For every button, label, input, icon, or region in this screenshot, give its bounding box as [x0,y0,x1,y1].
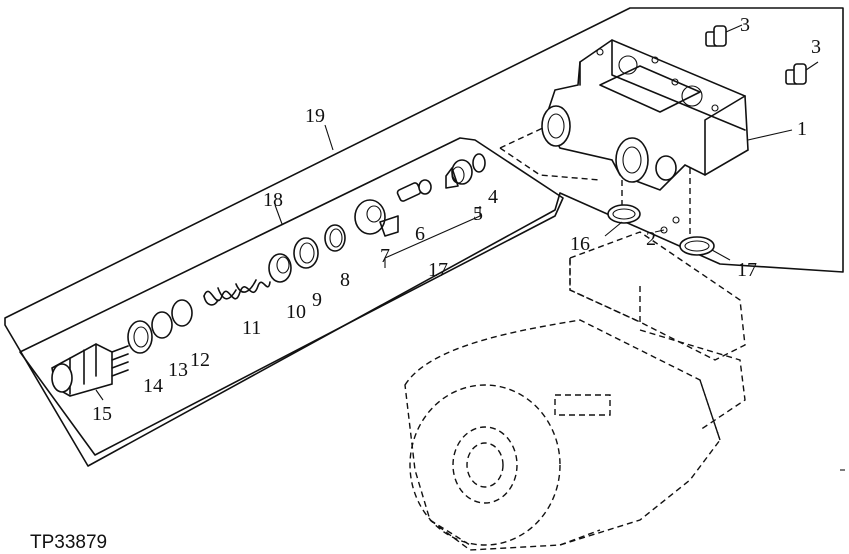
callout-label: 13 [168,359,188,381]
callout-label: 11 [242,317,261,339]
bracket-18 [384,206,481,268]
pin-6 [396,179,432,202]
callout-label: 17 [737,259,757,281]
ring-13 [171,299,193,327]
callout-label: 5 [473,203,483,225]
callout-label: 18 [263,189,283,211]
callout-label: 1 [797,118,807,140]
callout-label: 3 [811,36,821,58]
dowel-2-b [672,216,680,224]
spring-12 [203,279,271,306]
callout-label: 3 [740,14,750,36]
dowel-2-a [660,226,668,234]
group-20-outline [4,7,844,467]
pump-motor-body [404,231,845,551]
callout-label: 6 [415,223,425,245]
callout-label: 4 [488,186,498,208]
plug-16 [51,343,129,397]
group-19-outline [19,137,564,456]
callout-label: 10 [286,301,306,323]
callout-label: 19 [305,105,325,127]
piston-11 [268,253,292,283]
housing-to-base-leader [621,168,691,236]
poppet-5 [445,159,473,189]
callout-label: 8 [340,269,350,291]
callout-label: 16 [570,233,590,255]
plug-3-lower [785,61,819,85]
ring-14 [151,311,173,339]
o-ring-17-right [679,236,715,256]
seat-7 [354,199,399,237]
callout-label: 9 [312,289,322,311]
plug-3-upper [705,24,743,47]
callout-label: 12 [190,349,210,371]
o-ring-17-left [607,204,641,224]
ring-15 [127,320,153,354]
callout-label: 17 [428,259,448,281]
figure-id: TP33879 [30,532,107,553]
callout-label: 2 [646,228,656,250]
seal-4 [472,153,486,173]
valve-housing [541,39,749,191]
callout-label: 15 [92,403,112,425]
callout-label: 14 [143,375,163,397]
callout-label: 7 [380,245,390,267]
